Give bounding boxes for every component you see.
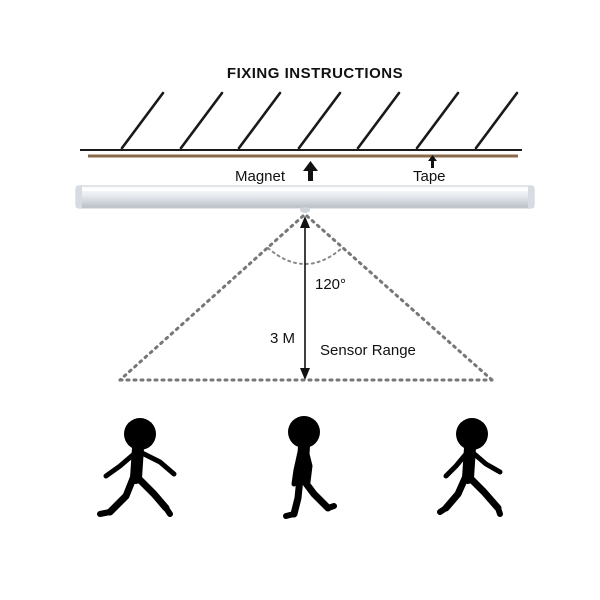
magnet-arrow-icon bbox=[303, 161, 318, 181]
magnet-label: Magnet bbox=[235, 168, 286, 185]
angle-label: 120° bbox=[315, 276, 346, 293]
walking-person-left-icon bbox=[97, 418, 177, 517]
diagram-title: FIXING INSTRUCTIONS bbox=[227, 65, 403, 82]
sensor-range-label: Sensor Range bbox=[320, 342, 416, 359]
tape-label: Tape bbox=[413, 168, 446, 185]
height-arrow bbox=[300, 216, 310, 380]
tape-arrow-icon bbox=[428, 155, 437, 168]
walking-person-right-icon bbox=[437, 418, 503, 517]
sensor-range-cone bbox=[118, 214, 494, 382]
led-light-bar bbox=[75, 185, 535, 209]
height-label: 3 M bbox=[270, 330, 295, 347]
motion-sensor-icon bbox=[300, 207, 310, 213]
walking-person-center-icon bbox=[283, 416, 337, 519]
ceiling-hatching bbox=[120, 91, 519, 150]
